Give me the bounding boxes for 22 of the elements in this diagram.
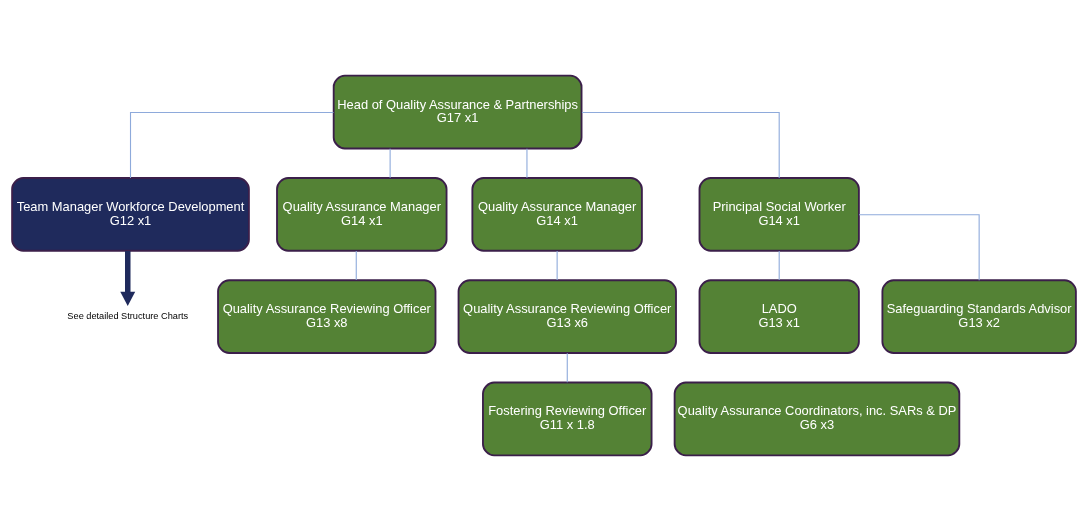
connector — [778, 249, 780, 280]
connector — [526, 147, 528, 178]
connector — [566, 352, 568, 383]
node-text: See detailed Structure Charts — [67, 310, 189, 321]
node-box: Head of Quality Assurance & Partnerships G17 x1 — [332, 74, 583, 149]
node-box: Quality Assurance Manager G14 x1 — [471, 176, 643, 252]
node-box: Principal Social Worker G14 x1 — [698, 176, 860, 252]
connector — [858, 213, 980, 281]
node-box: Quality Assurance Reviewing Officer G13 x6 — [457, 278, 677, 354]
connector — [556, 249, 558, 280]
connector — [355, 249, 357, 280]
arrow — [120, 250, 136, 306]
node-box: Quality Assurance Reviewing Officer G13 x8 — [217, 278, 437, 354]
node-box: Safeguarding Standards Advisor G13 x2 — [881, 278, 1077, 354]
node-box: Fostering Reviewing Officer G11 x 1.8 — [482, 381, 653, 456]
connector — [389, 147, 391, 178]
node-box: Quality Assurance Manager G14 x1 — [276, 176, 448, 252]
connector — [581, 111, 780, 178]
node-box: LADO G13 x1 — [698, 278, 860, 354]
node-box: Team Manager Workforce Development G12 x1 — [11, 176, 250, 252]
connector — [129, 111, 335, 178]
node-box: Quality Assurance Coordinators, inc. SARs & DP G6 x3 — [673, 381, 961, 456]
